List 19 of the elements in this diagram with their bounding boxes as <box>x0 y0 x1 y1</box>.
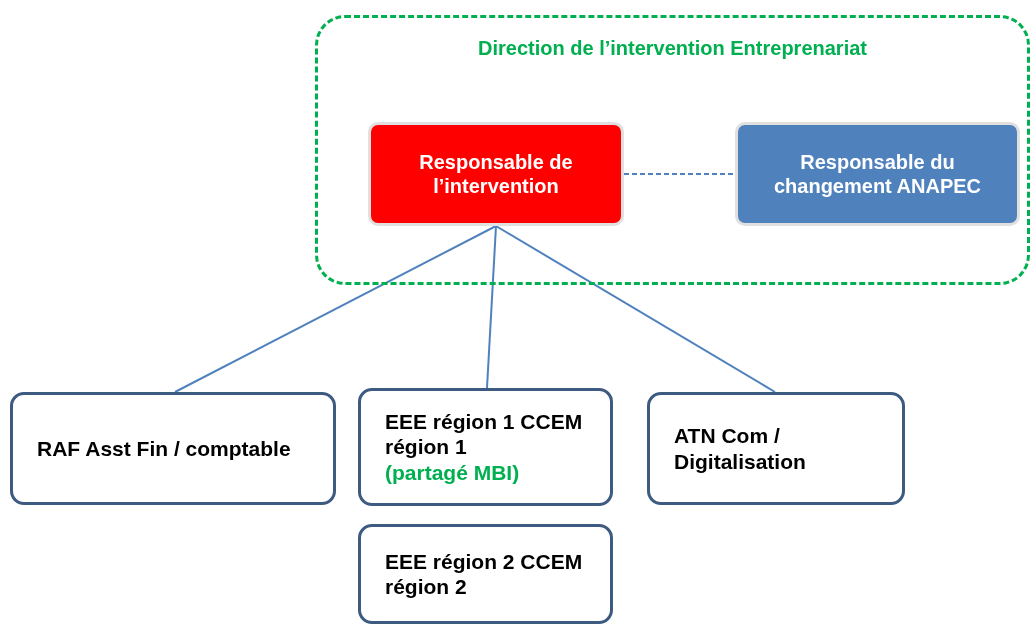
role-box <box>358 388 613 506</box>
connector-line <box>623 173 736 175</box>
group-frame <box>315 15 1030 285</box>
box-text: EEE région 2 CCEM région 2 <box>385 548 584 600</box>
connector-line <box>495 225 776 393</box>
box-text: ATN Com / Digitalisation <box>674 423 807 474</box>
role-box <box>358 524 613 624</box>
box-text: RAF Asst Fin / comptable <box>37 435 291 462</box>
box-text: (partagé MBI) <box>385 459 520 485</box>
role-box <box>647 392 905 505</box>
box-text: Responsable de l’intervention <box>418 150 574 198</box>
process-box <box>368 122 624 226</box>
box-text: EEE région 1 CCEM région 1 <box>385 409 584 460</box>
role-box <box>10 392 336 505</box>
connector-line <box>486 225 497 389</box>
process-box <box>735 122 1020 226</box>
connector-line <box>174 225 497 393</box>
box-text: Responsable du changement ANAPEC <box>772 150 983 198</box>
group-title: Direction de l’intervention Entreprenariat <box>478 36 867 60</box>
